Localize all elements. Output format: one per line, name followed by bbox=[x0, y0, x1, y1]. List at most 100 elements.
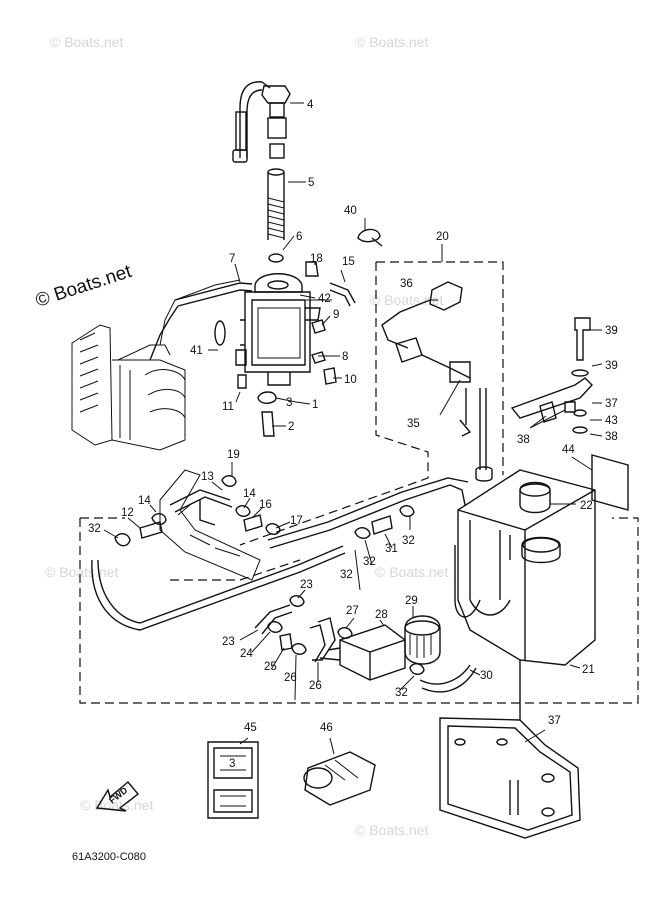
callout-20: 21 bbox=[582, 664, 595, 676]
part-35-bracket bbox=[439, 717, 581, 839]
callout-11: 11 bbox=[222, 401, 234, 413]
hoses-top bbox=[149, 282, 356, 361]
watermark-layer: © Boats.net © Boats.net © Boats.net © Bo… bbox=[33, 34, 448, 838]
callout-42: 41 bbox=[190, 345, 203, 357]
watermark: © Boats.net bbox=[50, 34, 123, 50]
callout-32: 32 bbox=[363, 556, 376, 568]
part-20-fuel-tank bbox=[457, 469, 596, 666]
engine-lower bbox=[159, 469, 261, 581]
part-17-clip bbox=[265, 523, 281, 535]
part-14-clip bbox=[235, 505, 251, 517]
part-46-cover bbox=[303, 751, 376, 806]
callout-24: 25 bbox=[264, 661, 277, 673]
watermark: © Boats.net bbox=[370, 292, 443, 308]
callout-28: 29 bbox=[405, 595, 418, 607]
callout-34: 36 bbox=[400, 278, 413, 290]
callout-15: 15 bbox=[342, 256, 355, 268]
part-42-grommet bbox=[214, 320, 226, 346]
part-2-hose bbox=[261, 411, 275, 437]
hose-25 bbox=[312, 617, 336, 661]
part-23-clip bbox=[267, 621, 283, 633]
vapor-separator bbox=[214, 273, 321, 386]
callout-12: 12 bbox=[121, 507, 134, 519]
part-45-sticker: 3 bbox=[207, 741, 259, 819]
callout-19: 20 bbox=[436, 231, 449, 243]
callout-37: 38 bbox=[517, 434, 530, 446]
part-36-strap bbox=[510, 377, 593, 419]
part-30-joint bbox=[371, 515, 393, 535]
callout-13: 13 bbox=[201, 471, 214, 483]
part-3-clamp bbox=[257, 391, 277, 404]
part-32-clip bbox=[114, 533, 131, 547]
hose-29 bbox=[419, 664, 471, 685]
callout-38: 39 bbox=[605, 325, 618, 337]
part-4-primer-assembly bbox=[232, 81, 291, 163]
sticker-45-text: 3 bbox=[229, 758, 235, 770]
part-37-pad bbox=[539, 401, 557, 423]
callout-41: 40 bbox=[344, 205, 357, 217]
assembly-boundaries bbox=[79, 261, 639, 704]
part-27-fuel-pump bbox=[319, 624, 406, 681]
callout-39: 39 bbox=[605, 360, 618, 372]
callout-22: 23 bbox=[222, 636, 235, 648]
part-34-connector bbox=[429, 281, 463, 311]
callout-14: 14 bbox=[243, 488, 256, 500]
callout-45: 45 bbox=[244, 722, 257, 734]
watermark: © Boats.net bbox=[355, 34, 428, 50]
watermark: © Boats.net bbox=[45, 564, 118, 580]
lower-clips bbox=[114, 475, 425, 675]
callout-labels: 4 5 6 40 7 18 15 42 9 8 10 11 3 1 2 41 2… bbox=[88, 99, 618, 734]
engine-block bbox=[71, 279, 241, 451]
part-14-clip bbox=[151, 513, 167, 525]
part-39-washer bbox=[571, 369, 589, 377]
box-19-lower bbox=[239, 262, 429, 546]
hose-13 bbox=[169, 489, 231, 506]
callout-31: 32 bbox=[340, 569, 353, 581]
hose-main bbox=[269, 484, 466, 549]
callout-14: 14 bbox=[138, 495, 151, 507]
callout-39: 38 bbox=[605, 431, 618, 443]
callout-27: 28 bbox=[375, 609, 388, 621]
box-bottom-boundary bbox=[79, 517, 639, 704]
part-39-washer bbox=[572, 426, 588, 434]
leader-lines bbox=[103, 102, 603, 755]
callout-30: 31 bbox=[385, 543, 398, 555]
part-6-oring bbox=[268, 253, 284, 263]
part-23-clip bbox=[289, 595, 305, 607]
watermark: © Boats.net bbox=[355, 822, 428, 838]
callout-29: 30 bbox=[480, 670, 493, 682]
callout-17: 18 bbox=[310, 253, 323, 265]
diagram-code: 61A3200-C080 bbox=[72, 851, 146, 863]
callout-17: 17 bbox=[290, 515, 303, 527]
box-bottom-inner bbox=[170, 559, 301, 581]
part-33-harness bbox=[421, 354, 471, 379]
callout-6: 6 bbox=[296, 231, 302, 243]
part-16-joint bbox=[243, 514, 263, 532]
lower-hoses bbox=[91, 477, 521, 720]
callout-44: 44 bbox=[562, 444, 575, 456]
watermark: © Boats.net bbox=[80, 797, 153, 813]
hose-15 bbox=[329, 282, 356, 304]
part-10-screw bbox=[323, 367, 337, 385]
small-rings bbox=[268, 228, 383, 263]
callout-8: 8 bbox=[342, 351, 348, 363]
part-32-clip bbox=[354, 527, 371, 539]
part-26-clip bbox=[291, 643, 307, 655]
callout-7: 7 bbox=[229, 253, 235, 265]
part-28-filter bbox=[404, 615, 441, 665]
callout-43: 42 bbox=[318, 293, 331, 305]
part-17-clip bbox=[305, 261, 319, 277]
callout-18: 19 bbox=[227, 449, 240, 461]
callout-32: 32 bbox=[88, 523, 101, 535]
part-21-cap bbox=[519, 481, 551, 514]
callout-46: 46 bbox=[320, 722, 333, 734]
part-8-screw bbox=[311, 351, 326, 364]
callout-10: 10 bbox=[344, 374, 357, 386]
callout-5: 5 bbox=[308, 177, 314, 189]
callout-23: 23 bbox=[300, 579, 313, 591]
callout-16: 16 bbox=[259, 499, 272, 511]
part-18-clip bbox=[221, 475, 237, 487]
callout-2: 2 bbox=[288, 421, 294, 433]
part-40-nut bbox=[573, 409, 587, 417]
part-37-pad bbox=[564, 401, 576, 413]
